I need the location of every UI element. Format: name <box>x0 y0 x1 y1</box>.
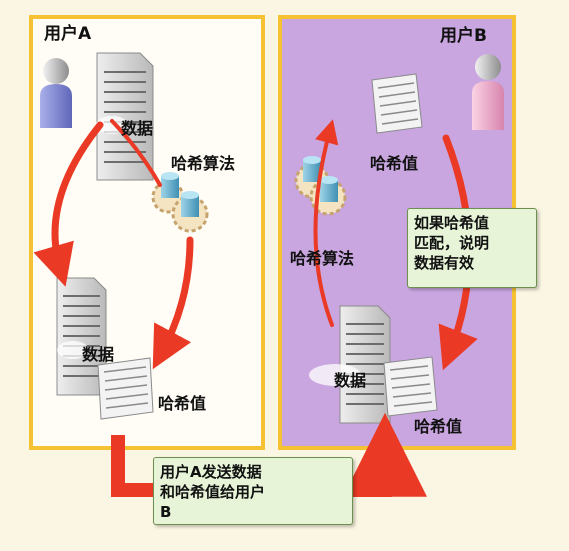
user-a-hash-sheet-icon <box>97 357 154 420</box>
user-a-document-icon <box>96 52 154 181</box>
hash-match-note-line-1: 如果哈希值 <box>414 214 490 232</box>
user-b-person-icon <box>472 54 504 130</box>
user-a-hash-value-label: 哈希值 <box>158 394 207 413</box>
user-b-hash-algo-label: 哈希算法 <box>290 249 355 268</box>
user-b-title: 用户B <box>440 26 487 46</box>
user-a-received-document-icon <box>56 277 107 396</box>
transfer-note-line-1: 用户A发送数据 <box>160 463 262 481</box>
user-a-person-icon <box>40 58 72 128</box>
user-b-received-hash-sheet-icon <box>383 356 438 417</box>
user-a-data-copy-label: 数据 <box>82 345 115 364</box>
user-b-hash-value-top-label: 哈希值 <box>370 154 419 173</box>
user-a-data-label: 数据 <box>121 119 154 138</box>
user-b-document-icon <box>309 305 391 424</box>
transfer-note-line-3: B <box>160 503 172 521</box>
transfer-note: 用户A发送数据 和哈希值给用户 B <box>153 457 353 525</box>
user-b-hash-value-bottom-label: 哈希值 <box>414 417 463 436</box>
user-a-hash-algo-label: 哈希算法 <box>171 154 236 173</box>
transfer-note-line-2: 和哈希值给用户 <box>160 483 266 501</box>
hash-match-note: 如果哈希值 匹配，说明 数据有效 <box>407 208 537 288</box>
user-a-title: 用户A <box>44 24 92 44</box>
arrow-data-to-hash-algo <box>313 119 339 327</box>
arrow-data-to-data-copy <box>33 121 104 287</box>
arrow-hash-value-to-gears <box>110 119 162 187</box>
arrow-gears-to-hash-value <box>152 236 194 370</box>
user-b-computed-hash-sheet-icon <box>371 73 423 134</box>
user-a-gears-icon <box>151 172 209 233</box>
hash-match-note-line-3: 数据有效 <box>414 254 475 272</box>
hash-match-note-line-2: 匹配，说明 <box>414 234 490 252</box>
user-b-data-label: 数据 <box>334 371 367 390</box>
